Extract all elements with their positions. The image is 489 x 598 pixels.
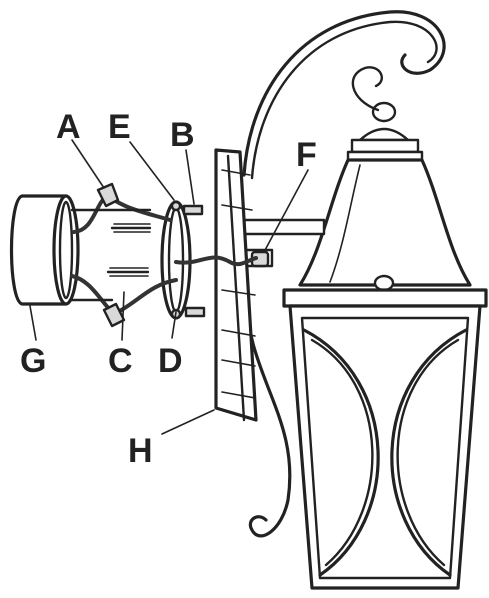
leader-f (263, 169, 309, 253)
junction-box (9, 194, 80, 306)
lantern-top-cap (358, 127, 410, 142)
lantern-glass-frame (300, 316, 470, 580)
support-arm-bar (242, 218, 326, 236)
wall-plate (214, 148, 258, 422)
callouts: A E B F G C D H (20, 108, 317, 470)
leader-b (185, 149, 195, 205)
label-h: H (128, 432, 153, 470)
leader-e (129, 141, 175, 201)
wire-to-fixture (174, 255, 258, 267)
lantern-hood (298, 158, 472, 287)
junction-box-rim-inner (58, 200, 74, 300)
label-a: A (56, 108, 81, 146)
lantern-right-arc-inner (396, 338, 460, 567)
leader-h (161, 409, 215, 435)
lantern (282, 101, 488, 590)
scroll-arm-top-curve (242, 10, 446, 177)
ring-screw-top (170, 200, 182, 212)
junction-box-rim (52, 194, 80, 306)
lantern-cage (288, 304, 482, 590)
wire-nut-upper (96, 182, 120, 208)
lantern-rim (282, 288, 488, 308)
mounting-screw-top (182, 204, 204, 216)
scroll-arm-bottom-curve (244, 298, 292, 538)
lantern-left-arc-inner (310, 338, 374, 567)
scroll-arm-top-curve-inner (250, 20, 438, 180)
leader-d (171, 311, 177, 339)
crossbar-bolt-upper-thread (113, 223, 151, 233)
lantern-vent-cap (373, 274, 395, 292)
wall-plate-edge (226, 154, 246, 422)
label-e: E (108, 108, 131, 146)
leader-a (71, 139, 105, 189)
wire-lower-left (70, 274, 114, 314)
lantern-crown-band (350, 138, 420, 154)
scroll-arm-small-curl (351, 66, 383, 112)
leader-lines (29, 139, 309, 435)
lantern-finial (371, 101, 397, 123)
wire-nut-lower (102, 302, 126, 328)
label-b: B (170, 116, 195, 154)
mounting-bracket (106, 200, 206, 320)
mounting-screw-bottom (184, 306, 206, 318)
lantern-hood-highlight (329, 164, 361, 283)
wire-upper-right (112, 198, 172, 222)
leader-g (29, 305, 37, 341)
leader-c (121, 291, 125, 341)
label-f: F (296, 136, 317, 174)
label-c: C (108, 342, 133, 380)
label-d: D (158, 342, 183, 380)
wall-plate-shading (221, 169, 256, 399)
label-g: G (20, 342, 46, 380)
scroll-arm (242, 10, 446, 538)
lantern-left-arc (302, 328, 380, 577)
wires (68, 182, 258, 328)
crossbar-bolt-lower-thread (109, 267, 149, 277)
lantern-right-arc (390, 328, 468, 577)
ground-wires (68, 208, 152, 302)
